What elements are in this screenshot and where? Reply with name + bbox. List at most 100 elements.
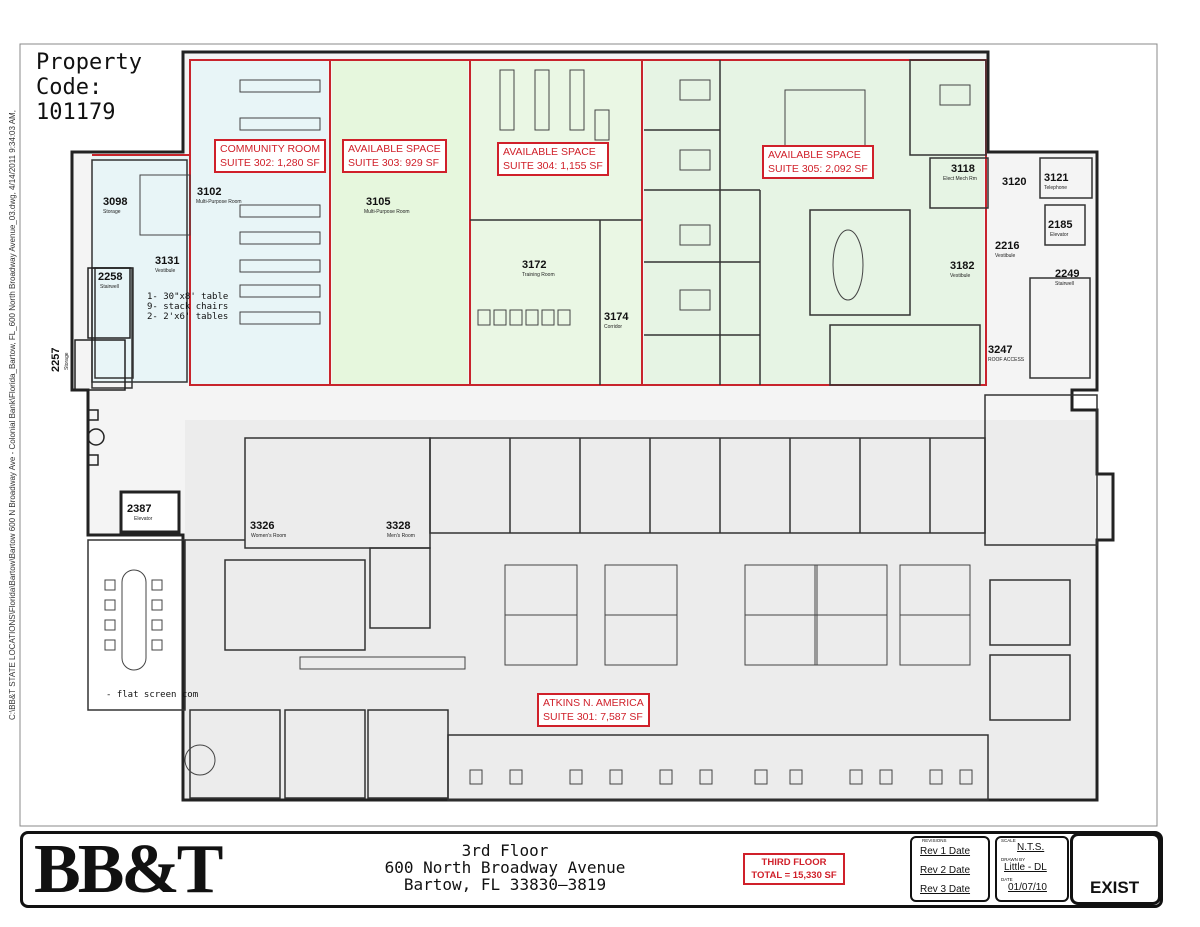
drawn-by-label: DRAWN BY [1001, 857, 1026, 862]
room-name: Elevator [134, 516, 153, 522]
suite-label-line1: ATKINS N. AMERICA [543, 697, 644, 709]
floor-total-box: THIRD FLOOR TOTAL = 15,330 SF [743, 853, 845, 885]
floor-total-line2: TOTAL = 15,330 SF [751, 870, 837, 881]
suite-label-line1: AVAILABLE SPACE [348, 143, 441, 155]
property-code-number: 101179 [36, 100, 116, 125]
room-name: Storage [64, 352, 70, 370]
room-number: 3328 [386, 520, 411, 532]
revisions-box [910, 836, 990, 902]
date-label: DATE [1001, 877, 1013, 882]
room-name: Women's Room [251, 533, 287, 539]
table-note: 1- 30"x8' table 9- stack chairs 2- 2'x6'… [147, 292, 228, 322]
date-value: 01/07/10 [1008, 882, 1047, 893]
suite-304-area [471, 60, 641, 385]
suite-label-303: AVAILABLE SPACE SUITE 303: 929 SF [342, 139, 447, 173]
note-line: 9- stack chairs [147, 302, 229, 312]
property-code: Property Code: 101179 [36, 50, 142, 125]
conference-table [104, 569, 216, 776]
room-name: Vestibule [950, 273, 971, 279]
suite-label-line1: AVAILABLE SPACE [768, 149, 861, 161]
suite-label-line2: SUITE 304: 1,155 SF [503, 160, 603, 172]
room-name: Elevator [1050, 232, 1069, 238]
suite-label-301: ATKINS N. AMERICA SUITE 301: 7,587 SF [537, 693, 650, 727]
lower-walls [87, 394, 1098, 801]
room-name: Multi-Purpose Room [196, 199, 242, 205]
room-number: 3121 [1044, 172, 1069, 184]
city-state-zip: Bartow, FL 33830—3819 [403, 875, 607, 894]
room-name: Corridor [604, 324, 623, 330]
scale-value: N.T.S. [1017, 842, 1045, 853]
suite-302-area [190, 60, 328, 385]
room-number: 3172 [522, 259, 547, 271]
room-name: Stairwell [100, 284, 119, 290]
suite-302-side-area [92, 155, 190, 383]
room-number: 3102 [197, 186, 222, 198]
suite-label-line1: AVAILABLE SPACE [503, 146, 596, 158]
suite-label-302: COMMUNITY ROOM SUITE 302: 1,280 SF [214, 139, 327, 173]
suite-label-line2: SUITE 302: 1,280 SF [220, 157, 320, 169]
street-address: 600 North Broadway Avenue [384, 858, 626, 877]
suite-302-tables [139, 79, 321, 325]
room-number: 2185 [1048, 219, 1073, 231]
room-number: 2249 [1055, 268, 1080, 280]
address-block: 3rd Floor 600 North Broadway Avenue Bart… [330, 842, 680, 893]
status-box [1070, 833, 1161, 905]
revision-entry: Rev 3 Date [920, 884, 971, 895]
status-label: EXIST [1090, 878, 1140, 897]
suite-label-line2: SUITE 303: 929 SF [348, 157, 440, 169]
flat-screen-note: - flat screen com [106, 690, 199, 700]
room-name: Storage [103, 209, 121, 215]
room-number: 2387 [127, 503, 152, 515]
bottom-offices [469, 769, 973, 785]
suite-304-tables [477, 69, 610, 326]
suite-label-line1: COMMUNITY ROOM [220, 143, 321, 155]
room-name: Men's Room [387, 533, 415, 539]
room-number: 3098 [103, 196, 128, 208]
title-block [20, 831, 1163, 908]
suite-label-line2: SUITE 301: 7,587 SF [543, 711, 643, 723]
room-number: 3247 [988, 344, 1013, 356]
room-number: 3182 [950, 260, 975, 272]
room-number: 3105 [366, 196, 391, 208]
note-line: 2- 2'x6' tables [147, 312, 229, 322]
room-number: 3131 [155, 255, 180, 267]
room-number: 3120 [1002, 176, 1027, 188]
room-number: 3326 [250, 520, 275, 532]
suite-305-area [644, 60, 984, 385]
suite-301-area [185, 420, 1095, 798]
drawn-by-value: Little - DL [1004, 862, 1047, 873]
suite-305-furniture [679, 79, 971, 311]
suite-label-305: AVAILABLE SPACE SUITE 305: 2,092 SF [762, 145, 874, 179]
bbt-logo: BB&T [34, 831, 223, 908]
revision-entry: Rev 2 Date [920, 865, 971, 876]
suite-303-area [332, 60, 468, 385]
room-name: Training Room [522, 272, 555, 278]
suite-label-line2: SUITE 305: 2,092 SF [768, 163, 868, 175]
room-name: Stairwell [1055, 281, 1074, 287]
revision-entry: Rev 1 Date [920, 846, 971, 857]
room-number: 2257 [50, 347, 62, 372]
room-name: Vestibule [995, 253, 1016, 259]
room-number: 3118 [951, 163, 975, 175]
scale-box [995, 836, 1069, 902]
room-number: 2216 [995, 240, 1020, 252]
drawing-border [19, 43, 1158, 827]
note-line: 1- 30"x8' table [147, 292, 229, 302]
room-name: Telephone [1044, 185, 1068, 191]
workstations [299, 564, 971, 670]
left-core [74, 267, 181, 534]
suite-label-304: AVAILABLE SPACE SUITE 304: 1,155 SF [497, 142, 609, 176]
room-name: ROOF ACCESS [988, 357, 1025, 363]
scale-label: SCALE [1001, 838, 1016, 843]
room-name: Vestibule [155, 268, 176, 274]
room-name: Elect Mech Rm [943, 176, 977, 182]
room-number: 2258 [98, 271, 123, 283]
file-path-text: C:\BB&T STATE LOCATIONS\Florida\Bartow\B… [8, 110, 17, 720]
room-name: Multi-Purpose Room [364, 209, 410, 215]
property-code-line1: Property [36, 50, 142, 75]
property-code-line2: Code: [36, 75, 103, 100]
floor-name: 3rd Floor [461, 841, 549, 860]
revisions-label: REVISIONS [922, 838, 947, 843]
room-number: 3174 [604, 311, 629, 323]
